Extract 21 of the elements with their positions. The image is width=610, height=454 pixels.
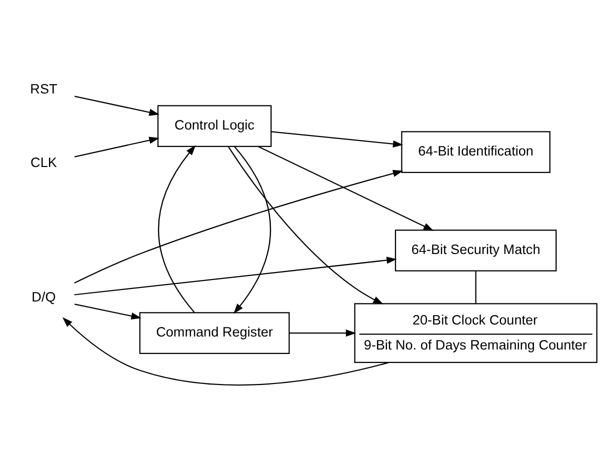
node-box: 20-Bit Clock Counter 9-Bit No. of Days Remaining Counter xyxy=(354,302,598,363)
connector xyxy=(475,270,476,303)
node-box: Command Register xyxy=(139,312,290,354)
arrow xyxy=(258,145,434,230)
node-text: D/Q xyxy=(32,289,56,304)
node-box: 64-Bit Identification xyxy=(401,130,550,173)
arrow xyxy=(289,329,356,336)
node-text: RST xyxy=(30,80,58,96)
arrow xyxy=(271,130,404,147)
node-box: 64-Bit Security Match xyxy=(394,229,557,271)
arrow xyxy=(228,146,384,304)
arrow xyxy=(74,256,397,295)
node-box: Control Logic xyxy=(157,104,272,146)
node-text: CLK xyxy=(30,154,57,170)
arrow xyxy=(74,136,160,157)
arrow xyxy=(234,146,271,314)
arrow xyxy=(74,303,142,320)
arrow xyxy=(62,316,389,385)
arrow xyxy=(158,144,196,312)
arrow xyxy=(74,169,404,284)
arrow xyxy=(74,95,160,116)
